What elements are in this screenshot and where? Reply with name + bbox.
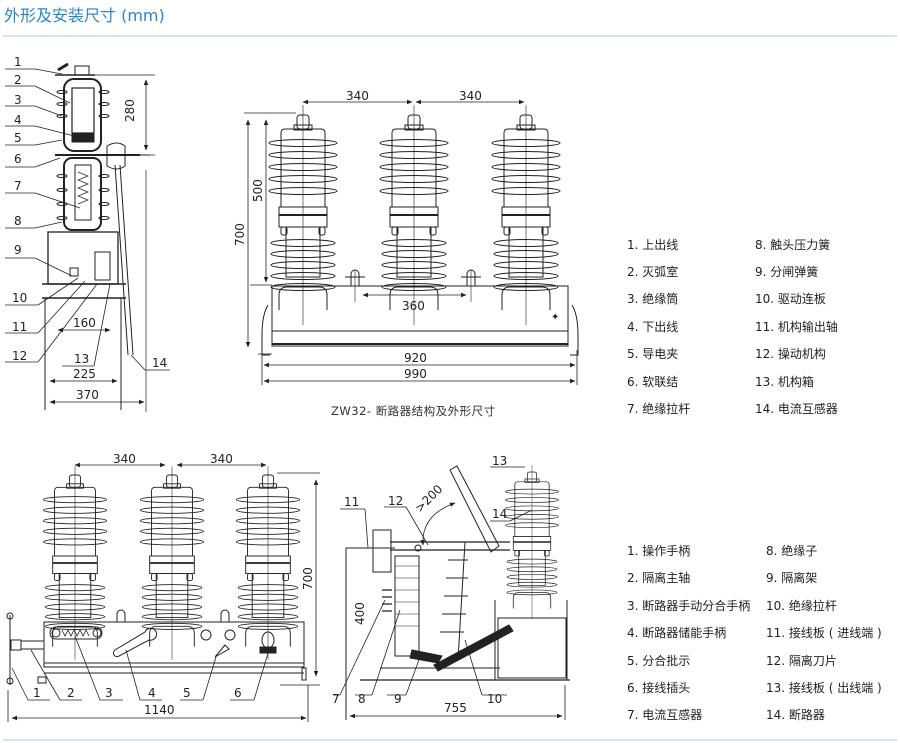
legend-item: 12. 操动机构 [755, 347, 826, 361]
legend-item: 11. 接线板 ( 进线端 ) [766, 626, 882, 640]
legend-item: 8. 触头压力簧 [755, 238, 831, 252]
legend-item: 10. 驱动连板 [755, 292, 826, 306]
bottom-side-drawing [333, 464, 570, 720]
dim-width: 990 [404, 367, 427, 381]
part-label: 4 [14, 113, 22, 127]
part-label: 10 [487, 692, 502, 706]
part-label: 9 [394, 692, 402, 706]
part-label: 1 [14, 55, 22, 69]
dim-width: 755 [444, 701, 467, 715]
legend-item: 5. 分合批示 [627, 654, 691, 668]
dim-pitch: 340 [346, 89, 369, 103]
legend-item: 4. 断路器储能手柄 [627, 626, 727, 640]
side-section-drawing [5, 62, 170, 412]
legend-item: 3. 断路器手动分合手柄 [627, 599, 751, 613]
part-label: 5 [14, 131, 22, 145]
dim-pitch: 340 [113, 452, 136, 466]
part-label: 7 [332, 692, 340, 706]
dim-width: 160 [73, 316, 96, 330]
front-view-labels: 340 340 700 500 360 920 990 [233, 89, 482, 381]
header-divider [3, 35, 897, 37]
legend-item: 2. 隔离主轴 [627, 571, 691, 585]
legend-item: 7. 绝缘拉杆 [627, 402, 691, 416]
part-label: 10 [12, 291, 27, 305]
part-label: 2 [14, 73, 22, 87]
part-label: 3 [14, 93, 22, 107]
part-label: 6 [234, 686, 242, 700]
front-view-drawing: ✦ [244, 99, 579, 385]
part-label: 9 [14, 243, 22, 257]
dim-width: 1140 [144, 703, 175, 717]
legend-item: 5. 导电夹 [627, 347, 679, 361]
legend-item: 9. 分闸弹簧 [755, 265, 819, 279]
dim-height: 400 [353, 602, 367, 625]
legend-item: 7. 电流互感器 [627, 708, 703, 722]
dim-width: 225 [73, 367, 96, 381]
bottom-front-drawing [6, 462, 320, 722]
part-label: 11 [344, 495, 359, 509]
dim-height: 280 [123, 99, 137, 122]
legend-item: 6. 软联结 [627, 375, 679, 389]
part-label: 13 [492, 454, 507, 468]
dim-width: 370 [76, 388, 99, 402]
dim-pitch: 340 [459, 89, 482, 103]
dim-height: 700 [233, 223, 247, 246]
legend-item: 2. 灭弧室 [627, 265, 679, 279]
part-label: 1 [33, 686, 41, 700]
side-section-labels: 1 2 3 4 5 6 7 8 9 10 11 12 13 14 280 160… [12, 55, 167, 402]
legend-item: 3. 绝缘筒 [627, 292, 679, 306]
page-title: 外形及安装尺寸 (mm) [4, 6, 165, 25]
dim-width: 920 [404, 351, 427, 365]
bottom-front-labels: 1 2 3 4 5 6 340 340 700 1140 [33, 452, 315, 717]
svg-text:✦: ✦ [551, 312, 559, 323]
footer-divider [3, 739, 897, 741]
legend-item: 6. 接线插头 [627, 681, 691, 695]
legend-item: 14. 断路器 [766, 708, 825, 722]
part-label: 2 [67, 686, 75, 700]
legend-item: 8. 绝缘子 [766, 544, 818, 558]
legend-item: 9. 隔离架 [766, 571, 818, 585]
part-label: 14 [492, 507, 507, 521]
part-label: 11 [12, 320, 27, 334]
part-label: 3 [105, 686, 113, 700]
part-label: 7 [14, 179, 22, 193]
part-label: 6 [14, 152, 22, 166]
legend-item: 13. 机构箱 [755, 375, 814, 389]
legend-item: 4. 下出线 [627, 320, 679, 334]
legend-item: 1. 操作手柄 [627, 544, 691, 558]
part-label: 5 [183, 686, 191, 700]
part-label: 12 [12, 349, 27, 363]
legend-item: 14. 电流互感器 [755, 402, 838, 416]
part-label: 13 [74, 352, 89, 366]
bottom-side-labels: 7 8 9 10 11 12 13 14 >200 400 755 [332, 454, 507, 715]
legend-item: 10. 绝缘拉杆 [766, 599, 837, 613]
legend-item: 11. 机构输出轴 [755, 320, 838, 334]
dim-spacing: 360 [402, 299, 425, 313]
part-label: 14 [152, 356, 167, 370]
part-label: 8 [14, 214, 22, 228]
dim-height: 500 [251, 179, 265, 202]
dim-height: 700 [301, 567, 315, 590]
legend-item: 13. 接线板 ( 出线端 ) [766, 681, 882, 695]
part-label: 12 [388, 494, 403, 508]
dim-pitch: 340 [210, 452, 233, 466]
part-label: 4 [148, 686, 156, 700]
legend-item: 12. 隔离刀片 [766, 654, 837, 668]
legend-item: 1. 上出线 [627, 238, 679, 252]
figure-caption: ZW32- 断路器结构及外形尺寸 [331, 404, 496, 418]
part-label: 8 [358, 692, 366, 706]
